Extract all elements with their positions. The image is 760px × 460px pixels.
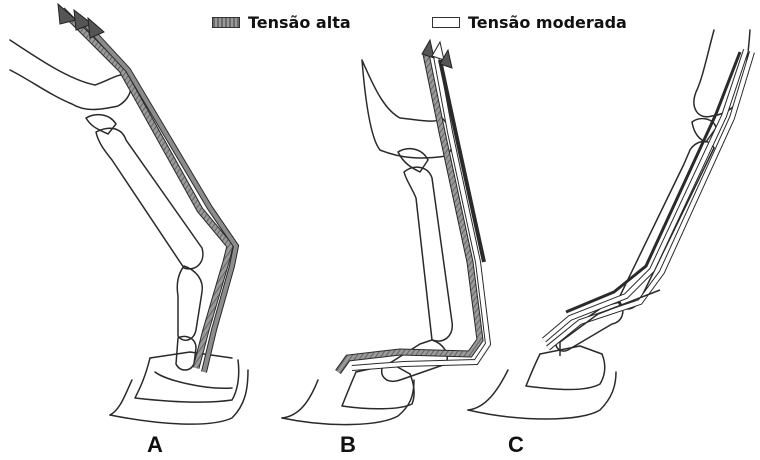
legend-moderate-tension-label: Tensão moderada: [468, 13, 627, 32]
panel-b-hoof: [342, 372, 414, 409]
legend-high-tension-label: Tensão alta: [248, 13, 351, 32]
panel-a-hoof: [135, 358, 239, 402]
panel-a-arrowhead-3: [88, 18, 104, 38]
panel-b-limb: [282, 60, 452, 425]
panel-b-tendons: [338, 40, 488, 372]
panel-c-tendons: [544, 50, 752, 356]
panel-a-arrowhead-1: [58, 4, 76, 24]
legend-high-tension: Tensão alta: [212, 13, 351, 32]
legend-moderate-tension-swatch: [432, 17, 460, 28]
panel-c-limb: [468, 30, 750, 419]
panel-label-b: B: [340, 432, 356, 458]
legend-moderate-tension: Tensão moderada: [432, 13, 627, 32]
panel-b-cannon-bone: [404, 167, 452, 341]
panel-a-tendons: [58, 4, 236, 372]
legend-high-tension-swatch: [212, 17, 240, 28]
panel-c-forearm: [694, 30, 750, 117]
panel-label-a: A: [147, 432, 163, 458]
panel-a-cannon-bone: [96, 128, 203, 269]
panel-c-hoof: [526, 354, 605, 390]
panel-a-pastern: [177, 266, 202, 340]
panel-a-limb: [10, 40, 248, 424]
panel-label-c: C: [508, 432, 524, 458]
